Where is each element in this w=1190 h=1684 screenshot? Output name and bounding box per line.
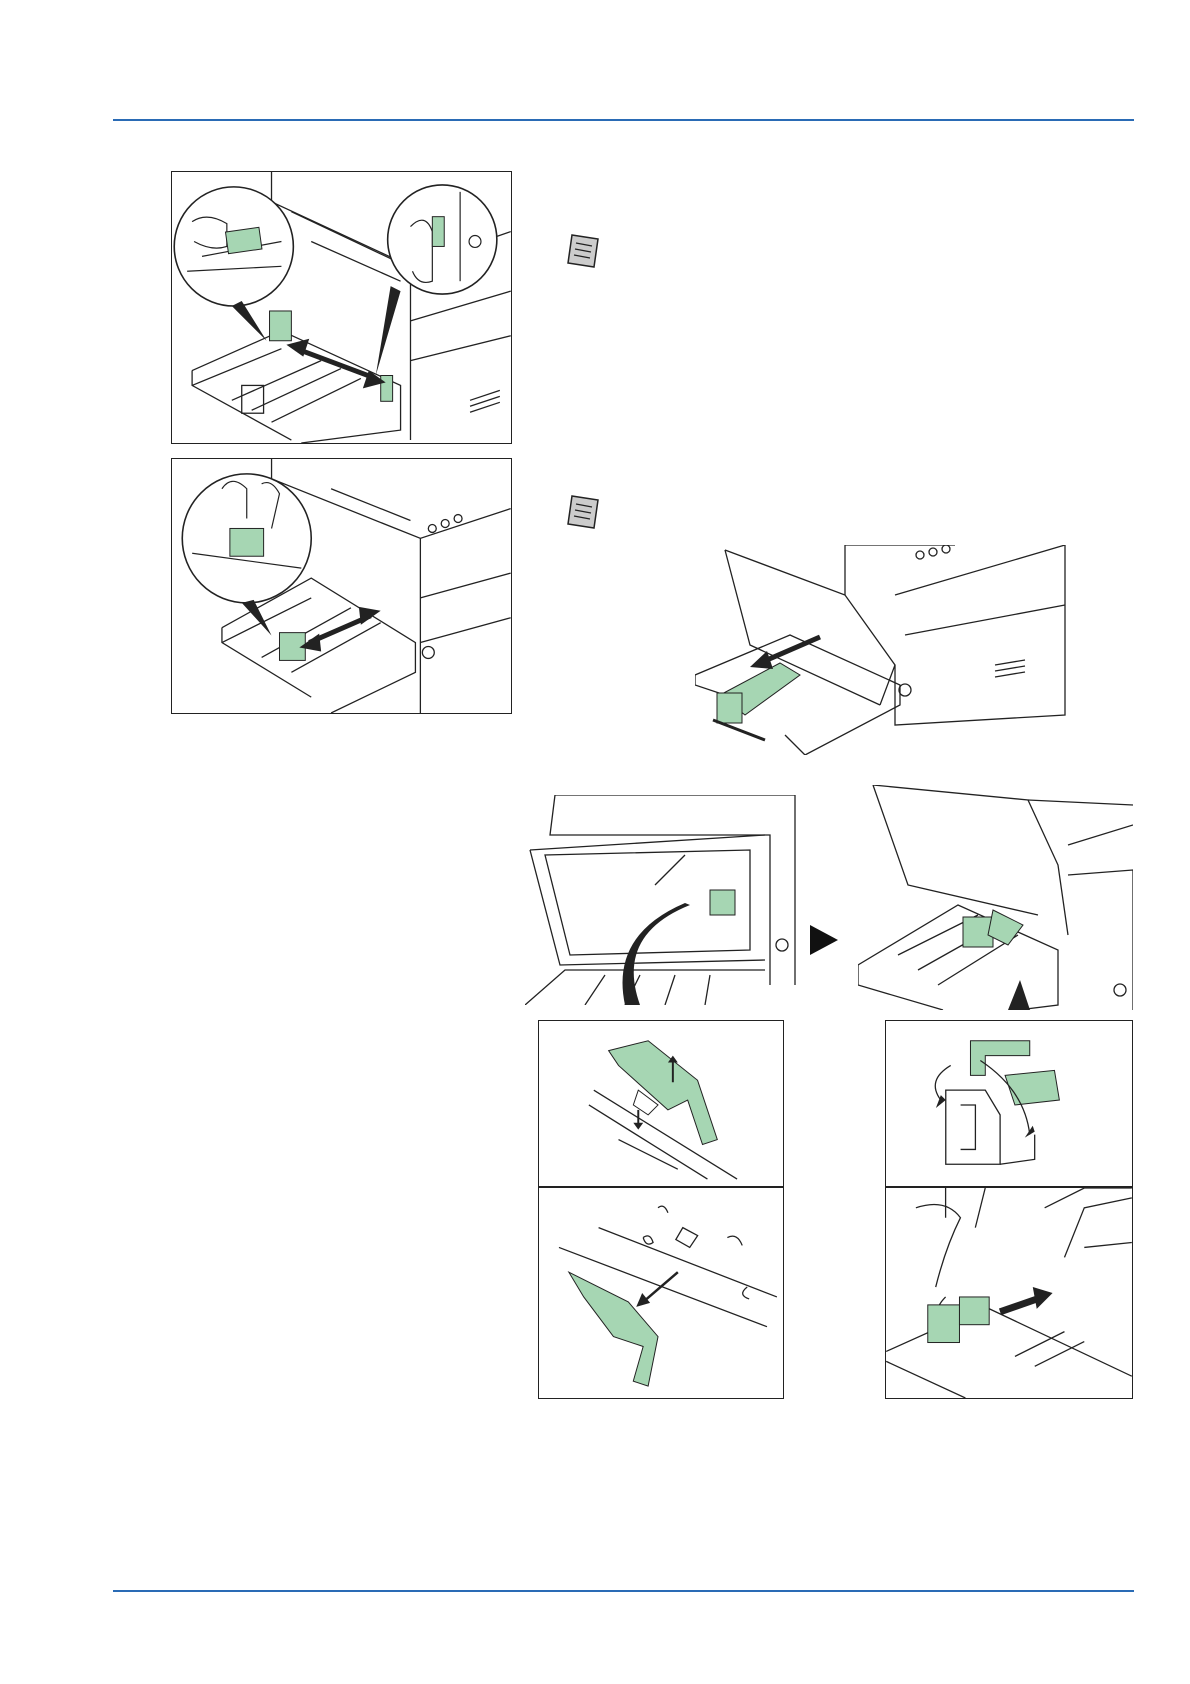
note-icon <box>566 492 602 532</box>
next-step-arrow-icon <box>810 925 838 955</box>
header-rule <box>113 119 1134 121</box>
detail-panel-rotate-guide <box>885 1020 1133 1187</box>
detail-panel-slide-guide <box>885 1187 1133 1399</box>
detail-panel-remove-guide <box>538 1187 784 1399</box>
footer-rule <box>113 1590 1134 1592</box>
figure-length-guide <box>171 458 512 714</box>
detail-panel-release-guide <box>538 1020 784 1187</box>
note-icon <box>566 231 602 271</box>
figure-width-guides <box>171 171 512 444</box>
figure-guide-attached <box>858 785 1133 1010</box>
figure-extend-length-guide <box>695 545 1070 755</box>
figure-cover-open <box>525 795 800 1005</box>
